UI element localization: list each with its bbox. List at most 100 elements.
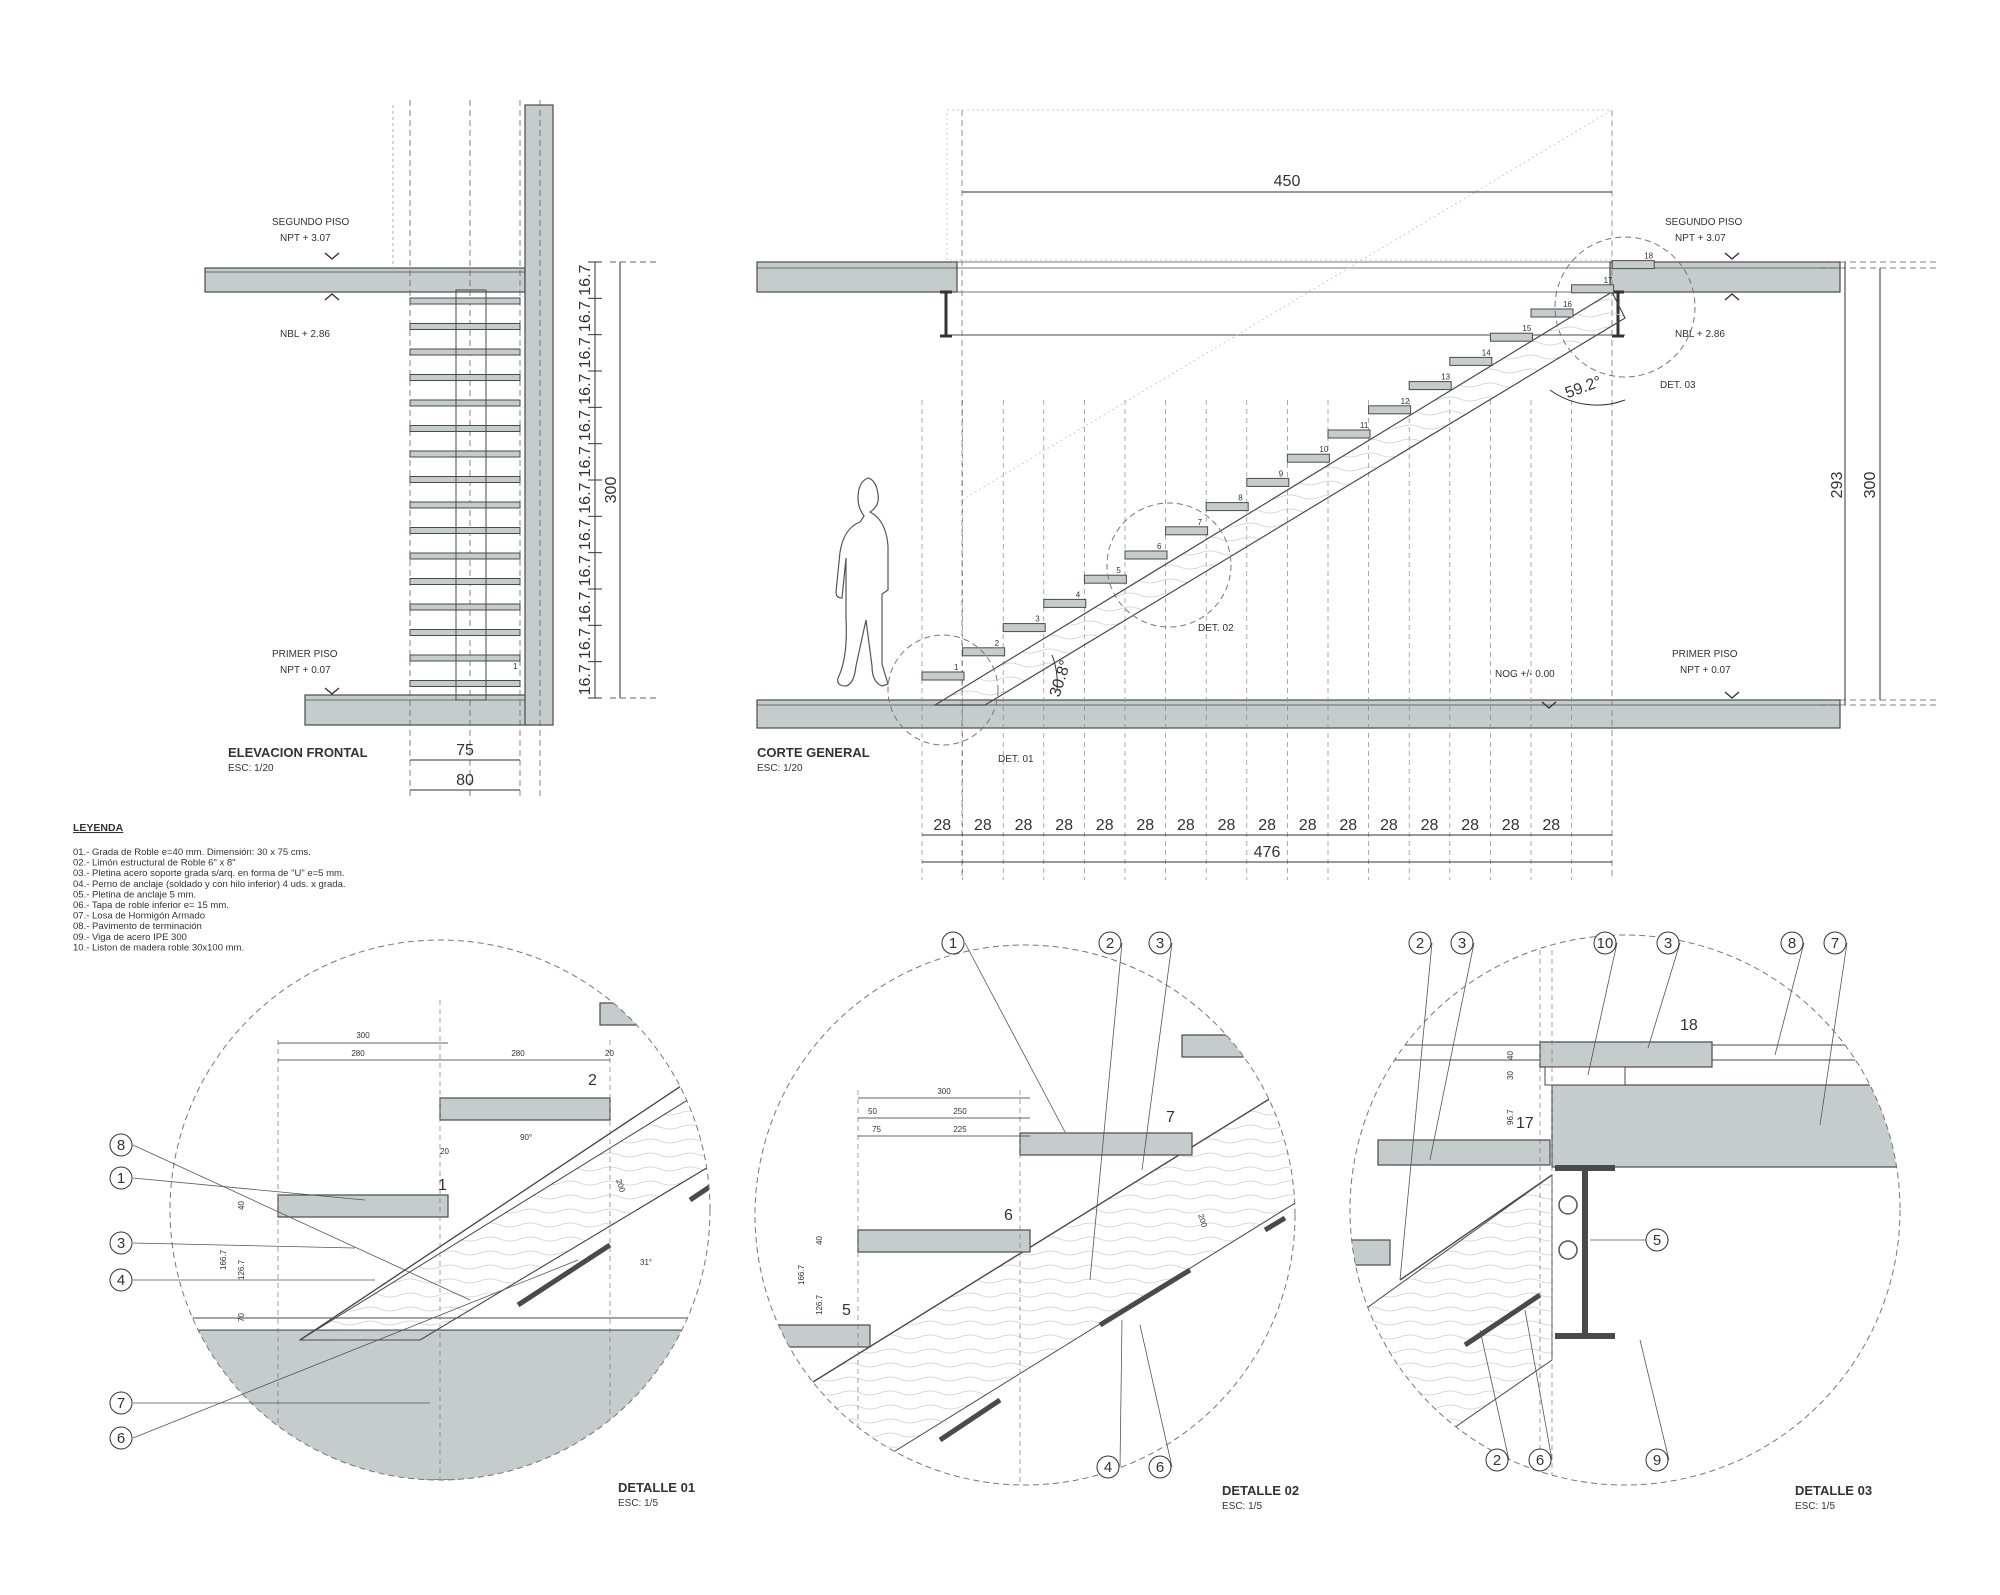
corte-step-label: 15 — [1522, 324, 1531, 333]
elev-scale: ESC: 1/20 — [228, 763, 274, 774]
corte-tread — [1286, 453, 1330, 463]
callout-marker — [1645, 1228, 1669, 1252]
callout-label: 1 — [117, 1170, 125, 1187]
d3-scale: ESC: 1/5 — [1795, 1501, 1835, 1512]
elev-first-step: 1 — [513, 662, 518, 671]
elevation-tread — [409, 297, 521, 305]
corte-height-293: 293 — [1829, 472, 1846, 499]
corte-title: CORTE GENERAL — [757, 745, 870, 760]
elev-riser-dims: 16.716.716.716.716.716.716.716.716.716.7… — [577, 261, 602, 699]
corte-tread — [1205, 502, 1249, 512]
corte-step-label: 11 — [1360, 421, 1369, 430]
corte-run-label: 28 — [974, 817, 992, 834]
callout-marker — [1098, 931, 1122, 955]
callout-label: 3 — [1664, 935, 1672, 952]
elevation-tread — [409, 323, 521, 330]
callout-marker — [1148, 931, 1172, 955]
corte-step-label: 17 — [1604, 276, 1613, 285]
d2-d300: 300 — [937, 1087, 951, 1096]
callout-label: 3 — [117, 1235, 125, 1252]
corte-step-label: 18 — [1644, 252, 1653, 261]
d2-d1667: 166.7 — [797, 1264, 806, 1285]
d1-d280b: 280 — [511, 1049, 525, 1058]
corte-nbl: NBL + 2.86 — [1675, 329, 1725, 340]
callout-label: 6 — [117, 1430, 125, 1447]
corte-step-label: 5 — [1116, 566, 1121, 575]
elevation-tread — [409, 450, 521, 458]
elevacion-frontal: SEGUNDO PISO NPT + 3.07 NBL + 2.86 PRIME… — [204, 100, 660, 800]
d2-d200: 200 — [1196, 1213, 1209, 1229]
d3-tread-17 — [1377, 1139, 1551, 1166]
d1-d200: 200 — [614, 1178, 627, 1194]
callout-marker — [1656, 931, 1680, 955]
corte-tread — [1043, 598, 1087, 608]
d1-a31: 31° — [640, 1258, 652, 1267]
corte-tread — [1571, 284, 1615, 294]
d2-d1267: 126.7 — [815, 1294, 824, 1315]
callout-marker — [109, 1231, 133, 1255]
callout-label: 8 — [117, 1137, 125, 1154]
corte-run-label: 28 — [1055, 817, 1073, 834]
d2-d250: 250 — [953, 1107, 967, 1116]
corte-step-label: 13 — [1441, 373, 1450, 382]
elev-riser-label: 16.7 — [577, 628, 594, 659]
detalle-01: 300 280 280 20 20 40 126.7 166.7 70 200 … — [109, 939, 711, 1509]
corte-det02: DET. 02 — [1198, 623, 1234, 634]
corte-step-label: 7 — [1198, 518, 1203, 527]
d1-d280a: 280 — [351, 1049, 365, 1058]
d1-d1667: 166.7 — [219, 1249, 228, 1270]
elev-riser-label: 16.7 — [577, 555, 594, 586]
corte-step-label: 9 — [1279, 469, 1284, 478]
d3-step17: 17 — [1516, 1115, 1534, 1132]
elevation-tread — [409, 425, 521, 432]
elev-nbl: NBL + 2.86 — [280, 329, 330, 340]
corte-tread — [1327, 429, 1371, 439]
d1-scale: ESC: 1/5 — [618, 1498, 658, 1509]
elev-riser-label: 16.7 — [577, 410, 594, 441]
corte-npt-top: NPT + 3.07 — [1675, 233, 1726, 244]
callout-label: 1 — [949, 935, 957, 952]
callout-marker — [941, 931, 965, 955]
legend-item: 01.- Grada de Roble e=40 mm. Dimensión: … — [73, 847, 311, 858]
corte-height-300: 300 — [1862, 472, 1879, 499]
corte-det03: DET. 03 — [1660, 380, 1696, 391]
corte-tread — [1083, 574, 1127, 584]
d2-step5: 5 — [842, 1302, 851, 1319]
corte-run-label: 28 — [1542, 817, 1560, 834]
elevation-tread — [409, 476, 521, 483]
corte-run-label: 28 — [933, 817, 951, 834]
d1-tread-2 — [439, 1097, 611, 1121]
elevation-tread — [409, 527, 521, 534]
callout-label: 5 — [1653, 1232, 1661, 1249]
callout-label: 3 — [1458, 935, 1466, 952]
corte-run-label: 28 — [1339, 817, 1357, 834]
elevation-tread — [409, 654, 521, 662]
d1-d300: 300 — [356, 1031, 370, 1040]
elevation-tread — [409, 680, 521, 687]
corte-npt-bottom: NPT + 0.07 — [1680, 665, 1731, 676]
callout-marker — [109, 1268, 133, 1292]
d2-tread-6 — [857, 1229, 1031, 1253]
corte-step-label: 1 — [954, 663, 959, 672]
d1-title: DETALLE 01 — [618, 1480, 695, 1495]
corte-run-label: 28 — [1177, 817, 1195, 834]
d1-slab — [170, 1329, 710, 1480]
corte-step-label: 14 — [1482, 348, 1491, 357]
d2-d75: 75 — [872, 1125, 881, 1134]
corte-tread — [1165, 526, 1209, 536]
d1-tread-1 — [277, 1194, 449, 1218]
elev-npt-bottom: NPT + 0.07 — [280, 665, 331, 676]
callout-marker — [109, 1166, 133, 1190]
corte-tread — [1530, 308, 1574, 318]
elev-primer-piso: PRIMER PISO — [272, 649, 338, 660]
corte-run-label: 28 — [1015, 817, 1033, 834]
d2-scale: ESC: 1/5 — [1222, 1501, 1262, 1512]
d2-tread-7 — [1019, 1132, 1193, 1156]
corte-tread — [1611, 260, 1655, 270]
d3-d967: 96.7 — [1506, 1109, 1515, 1125]
d3-tread-18 — [1539, 1041, 1713, 1068]
callout-marker — [109, 1133, 133, 1157]
corte-run-label: 28 — [1461, 817, 1479, 834]
corte-run-label: 28 — [1096, 817, 1114, 834]
